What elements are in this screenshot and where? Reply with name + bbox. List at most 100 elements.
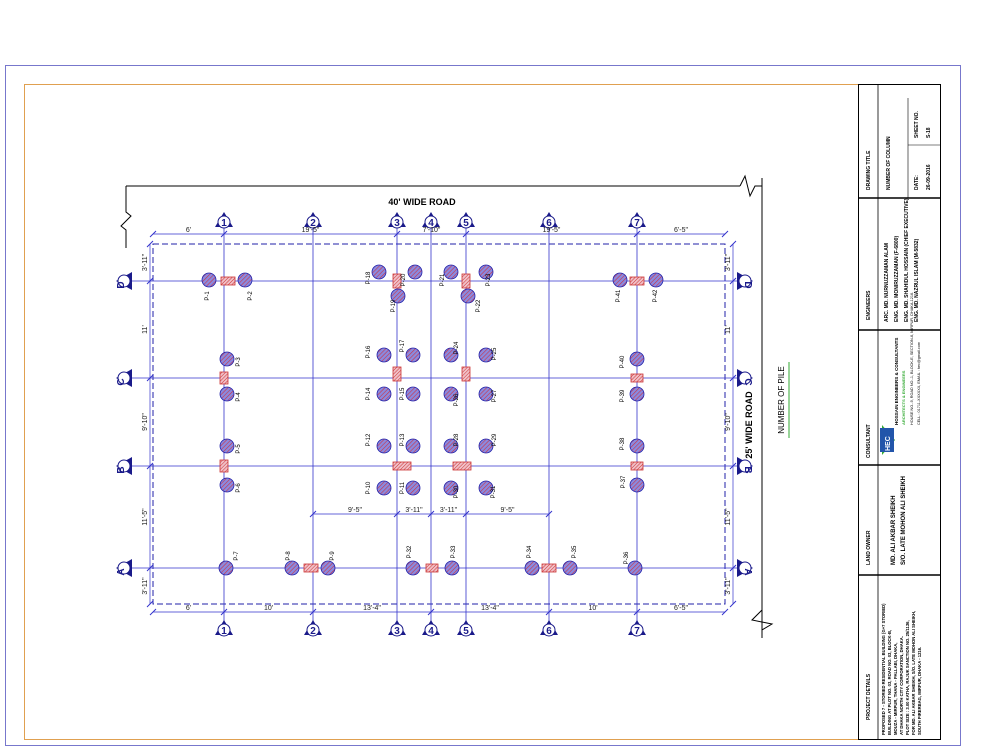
dim-bottom-tick: [721, 608, 729, 616]
grid-label-col-1: 1: [221, 218, 227, 229]
dim-right-tick: [729, 277, 737, 285]
pile-p-22: P-22: [460, 288, 482, 312]
dim-mid-tick: [427, 510, 435, 518]
project-line-1: PROPOSED 7 - STORIED RESIDENTIAL BUILDIN…: [881, 603, 886, 735]
pile-label-p-35: P-35: [572, 545, 578, 558]
pile-label-p-38: P-38: [620, 437, 626, 450]
pile-p-3: P-3: [219, 351, 242, 367]
pile-cap: [392, 366, 402, 382]
dim-bottom-tick: [149, 608, 157, 616]
drawing-title: NUMBER OF COLUMN: [886, 136, 892, 190]
pile-label-p-18: P-18: [366, 271, 372, 284]
grid-bubble-col-2-bottom: 2: [304, 620, 322, 637]
pile-symbol: [219, 351, 235, 367]
land-owner-heading: LAND OWNER: [866, 530, 872, 565]
pile-p-23: P-23: [478, 264, 494, 286]
pile-label-p-7: P-7: [234, 551, 240, 561]
drawing-title-heading: DRAWING TITLE: [866, 150, 872, 190]
grid-label-col-6: 6: [546, 218, 552, 229]
pile-symbol: [478, 347, 494, 363]
pile-symbol: [405, 560, 421, 576]
pile-symbol: [376, 386, 392, 402]
pile-label-p-28: P-28: [454, 433, 460, 446]
property-line: [152, 243, 726, 605]
grid-bubble-col-5-bottom: 5: [457, 620, 475, 637]
pile-label-p-30: P-30: [454, 485, 460, 498]
pile-p-6: P-6: [219, 477, 242, 493]
pile-cap: [425, 563, 439, 573]
dim-left-tick: [146, 277, 154, 285]
pile-label-p-42: P-42: [653, 289, 659, 302]
dim-bottom-label-4: 10': [588, 605, 597, 612]
dim-top-label-1: 19'-5": [302, 227, 320, 234]
dim-mid-label-3: 9'-5": [501, 507, 515, 514]
grid-label-col-6: 6: [546, 626, 552, 637]
grid-bubble-row-D-left: D: [116, 272, 132, 290]
pile-label-p-14: P-14: [366, 387, 372, 400]
dim-left-label-3: 11'-5": [142, 508, 149, 526]
grid-bubble-col-3-top: 3: [388, 212, 406, 229]
pile-label-p-20: P-20: [401, 273, 407, 286]
pile-cap: [629, 276, 645, 286]
grid-label-col-7: 7: [634, 218, 640, 229]
project-line-4: AT DHAKA NORTH CITY CORPORATION, DHAKA.: [899, 636, 904, 735]
pile-symbol: [405, 347, 421, 363]
pile-label-p-34: P-34: [527, 545, 533, 558]
pile-symbol: [648, 272, 664, 288]
pile-p-36: P-36: [624, 551, 643, 576]
plan-caption: NUMBER OF PILE: [777, 366, 786, 434]
dim-right-label-1: 11': [725, 325, 732, 334]
pile-p-39: P-39: [620, 386, 645, 402]
pile-symbol: [629, 477, 645, 493]
pile-label-p-39: P-39: [620, 389, 626, 402]
pile-symbol: [407, 264, 423, 280]
pile-symbol: [405, 386, 421, 402]
pile-p-34: P-34: [524, 545, 540, 576]
pile-symbol: [219, 438, 235, 454]
grid-bubble-col-6-bottom: 6: [540, 620, 558, 637]
pile-symbol: [443, 480, 459, 496]
pile-cap: [220, 276, 236, 286]
grid-bubble-row-A-left: A: [116, 559, 132, 577]
pile-symbol: [443, 347, 459, 363]
dim-left-label-0: 3'-11": [142, 253, 149, 271]
dim-top-label-4: 6'-5": [674, 227, 688, 234]
pile-label-p-11: P-11: [400, 481, 406, 494]
pile-p-14: P-14: [366, 386, 392, 402]
pile-p-18: P-18: [366, 264, 387, 284]
dim-right-tick: [729, 374, 737, 382]
pile-p-20: P-20: [401, 264, 423, 286]
dim-bottom-tick: [545, 608, 553, 616]
pile-cap: [392, 461, 412, 471]
pile-label-p-16: P-16: [366, 345, 372, 358]
engineer-4: ENG. MD. NAZRUL ISLAM (M-5832): [914, 238, 920, 322]
pile-symbol: [219, 386, 235, 402]
date-value: 26-09-2016: [926, 164, 932, 190]
dim-left-label-4: 3'-11": [142, 577, 149, 595]
pile-label-p-41: P-41: [616, 289, 622, 302]
pile-label-p-24: P-24: [454, 341, 460, 354]
grid-label-col-4: 4: [428, 626, 434, 637]
pile-label-p-36: P-36: [624, 551, 630, 564]
dim-bottom-label-2: 13'-4": [363, 605, 381, 612]
pile-symbol: [478, 386, 494, 402]
grid-bubble-col-7-bottom: 7: [628, 620, 646, 637]
pile-cap: [219, 371, 229, 385]
dim-mid-label-2: 3'-11": [440, 507, 458, 514]
dim-left-tick: [146, 600, 154, 608]
dim-top-label-3: 19'-5": [543, 227, 561, 234]
dim-top-tick: [721, 230, 729, 238]
pile-p-33: P-33: [444, 545, 460, 576]
road-boundary: [120, 174, 774, 638]
grid-bubble-row-D-right: D: [737, 272, 753, 290]
grid-bubble-col-1-top: 1: [215, 212, 233, 229]
dim-mid-tick: [309, 510, 317, 518]
grid-label-col-5: 5: [463, 218, 469, 229]
dim-right-tick: [729, 240, 737, 248]
pile-symbol: [612, 272, 628, 288]
consultant-logo: HEC: [880, 425, 895, 455]
project-line-6: FOR MD. ALI AKBAR SHEIKH, S/O. LATE MOHO…: [911, 611, 916, 735]
dim-bottom-label-1: 10': [264, 605, 273, 612]
dim-bottom-tick: [220, 608, 228, 616]
dim-left-tick: [146, 564, 154, 572]
